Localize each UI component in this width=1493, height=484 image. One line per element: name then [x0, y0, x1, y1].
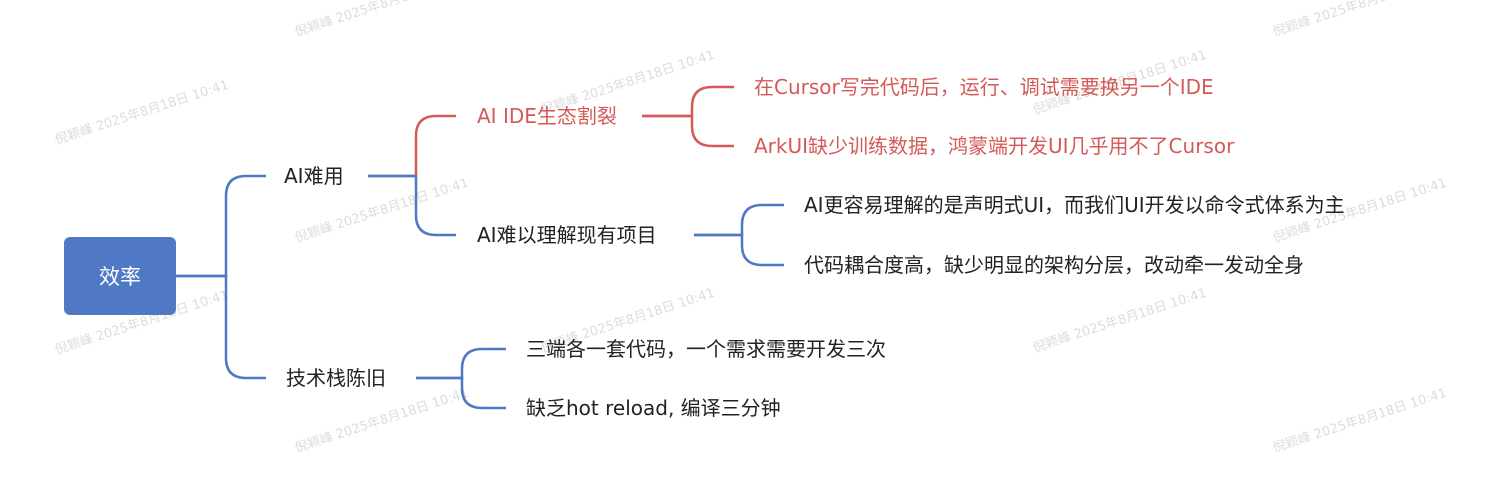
- root-node[interactable]: 效率: [64, 237, 176, 315]
- connector-understand-leaf-1: [694, 203, 784, 237]
- branch-ai-hard-to-use[interactable]: AI难用: [284, 164, 344, 188]
- node-ai-hard-to-understand[interactable]: AI难以理解现有项目: [477, 223, 657, 247]
- root-label: 效率: [99, 265, 141, 289]
- branch-tech-stack-outdated[interactable]: 技术栈陈旧: [286, 366, 386, 390]
- connector-ainanyong-understand: [368, 174, 456, 237]
- connector-tech-leaf-1: [416, 347, 506, 380]
- node-ai-ide-fragmented[interactable]: AI IDE生态割裂: [477, 104, 617, 128]
- connector-understand-leaf-2: [694, 233, 784, 267]
- connector-ide-leaf-2: [642, 114, 734, 148]
- leaf-tech-2[interactable]: 缺乏hot reload, 编译三分钟: [526, 396, 781, 420]
- connector-tech-leaf-2: [416, 376, 506, 410]
- leaf-ide-2[interactable]: ArkUI缺少训练数据，鸿蒙端开发UI几乎用不了Cursor: [754, 134, 1235, 158]
- connector-root-ainanyong: [176, 174, 266, 278]
- leaf-understand-2[interactable]: 代码耦合度高，缺少明显的架构分层，改动牵一发动全身: [804, 253, 1304, 277]
- leaf-understand-1[interactable]: AI更容易理解的是声明式UI，而我们UI开发以命令式体系为主: [804, 193, 1345, 217]
- connector-root-jishuzhan: [176, 274, 266, 380]
- leaf-ide-1[interactable]: 在Cursor写完代码后，运行、调试需要换另一个IDE: [754, 75, 1214, 99]
- connector-ainanyong-ide: [368, 114, 456, 178]
- leaf-tech-1[interactable]: 三端各一套代码，一个需求需要开发三次: [526, 337, 886, 361]
- connector-ide-leaf-1: [642, 85, 734, 118]
